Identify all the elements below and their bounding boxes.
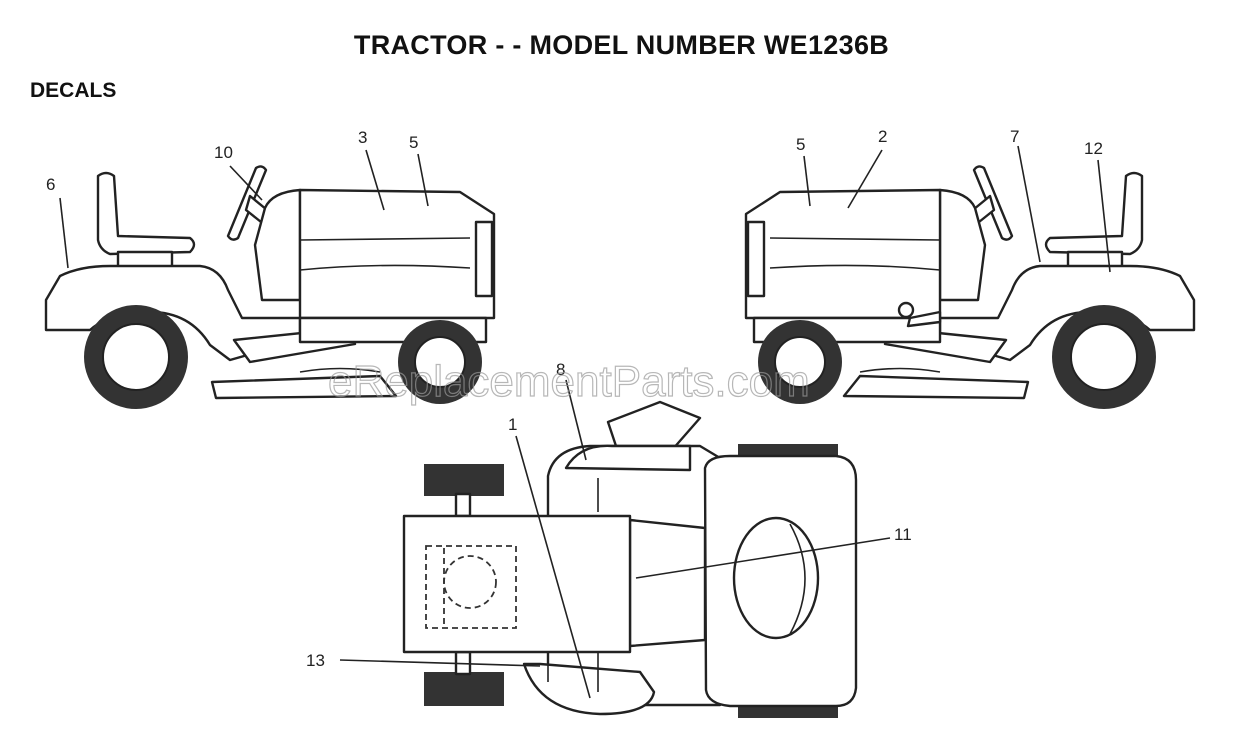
callout-5-right: 5 xyxy=(796,135,805,154)
page-title: TRACTOR - - MODEL NUMBER WE1236B xyxy=(353,30,890,60)
watermark-text: eReplacementParts.com xyxy=(328,357,810,406)
callout-5-left: 5 xyxy=(409,133,418,152)
callout-2: 2 xyxy=(878,127,887,146)
callout-labels: 6 10 3 5 5 2 7 12 8 1 11 13 xyxy=(46,127,1103,670)
tractor-top-view xyxy=(402,400,858,718)
callout-10: 10 xyxy=(214,143,233,162)
tractor-left-side-view xyxy=(44,165,496,409)
section-label: DECALS xyxy=(30,79,117,102)
callout-11: 11 xyxy=(894,525,912,544)
callout-7: 7 xyxy=(1010,127,1019,146)
callout-3: 3 xyxy=(358,128,367,147)
callout-1: 1 xyxy=(508,415,517,434)
callout-8: 8 xyxy=(556,360,565,379)
callout-12: 12 xyxy=(1084,139,1103,158)
tractor-right-side-view xyxy=(744,165,1196,409)
callout-13: 13 xyxy=(306,651,325,670)
callout-6: 6 xyxy=(46,175,55,194)
callout-leaders xyxy=(59,145,1111,699)
